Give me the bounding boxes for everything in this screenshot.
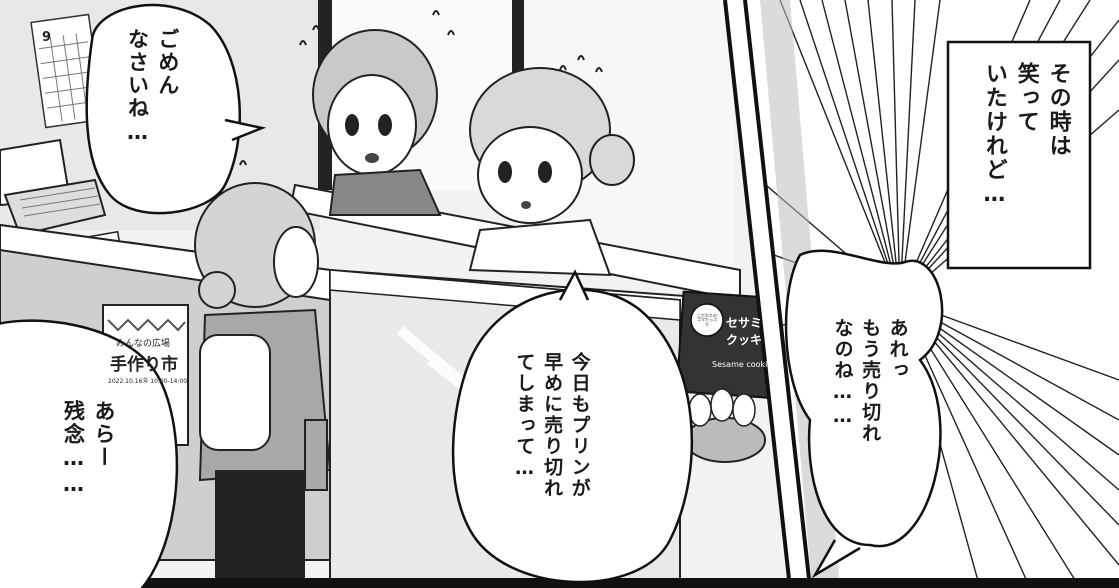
caption-box-frame bbox=[946, 40, 1092, 270]
thought-balloon-soldout: あれっ もう売り切れ なのね…… bbox=[831, 318, 909, 444]
display-sign-title: セサミクッキー bbox=[726, 316, 763, 353]
poster-top-line: みんなの広場 bbox=[116, 339, 171, 349]
caption-box-text: その時は 笑って いたけれど… bbox=[981, 62, 1071, 209]
speech-balloon-shame: あらー 残念…… bbox=[61, 400, 116, 498]
speech-balloon-pudding: 今日もプリンが 早めに売り切れ てしまって… bbox=[513, 352, 591, 499]
calendar-month: 9 bbox=[42, 30, 52, 45]
display-sign-circle-text: こだわりのゴマたっぷり bbox=[697, 313, 717, 327]
display-sign-subtitle: Sesame cookie bbox=[712, 360, 772, 369]
speech-balloon-sorry: ごめん なさいね… bbox=[125, 28, 180, 146]
poster-title: 手作り市 bbox=[110, 355, 178, 375]
poster-date-line: 2022.10.16㊐ 10:00-14:00 bbox=[108, 378, 188, 385]
balloon-shapes bbox=[0, 3, 944, 588]
